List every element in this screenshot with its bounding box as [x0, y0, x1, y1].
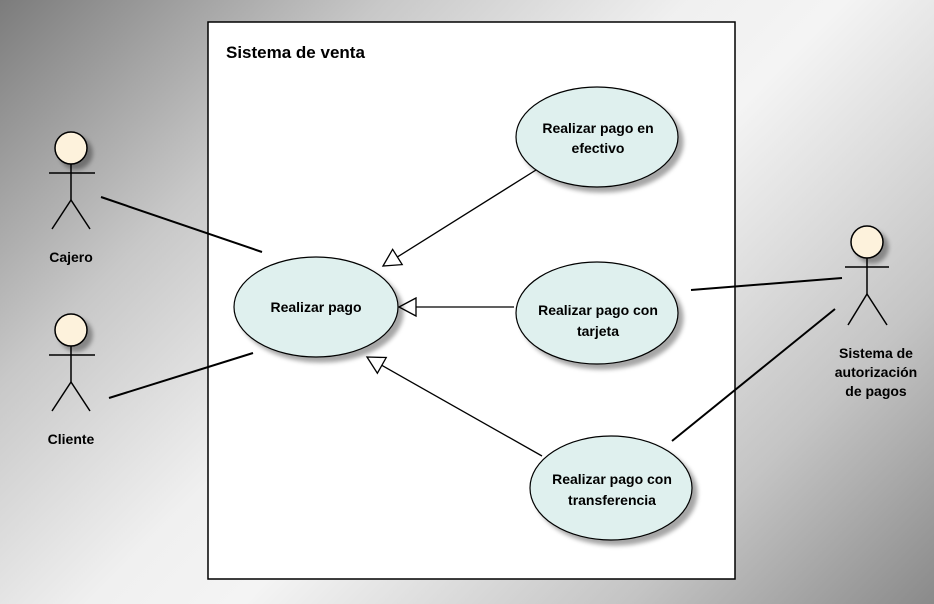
use-case-label: Realizar pago en: [542, 120, 653, 136]
use-case-label: efectivo: [572, 140, 625, 156]
use-case-label: transferencia: [568, 492, 656, 508]
use-case-label: Realizar pago con: [552, 471, 672, 487]
actor-label: autorización: [835, 364, 917, 380]
stick-figure-icon: [49, 313, 95, 412]
actor-label: Sistema de: [839, 345, 913, 361]
stick-figure-icon: [845, 225, 889, 326]
use-case-ellipse: [233, 256, 399, 358]
actor-cliente[interactable]: Cliente: [48, 313, 95, 447]
generalization-arrowhead-icon: [365, 356, 388, 375]
use-case-label: Realizar pago: [270, 299, 361, 315]
generalization-pago-efectivo: [397, 169, 537, 258]
use-case-pago-efectivo[interactable]: Realizar pago en efectivo: [515, 86, 679, 188]
actor-label: de pagos: [845, 383, 907, 399]
generalization-arrowhead-icon: [381, 248, 404, 267]
use-case-label: tarjeta: [577, 323, 619, 339]
use-case-realizar-pago[interactable]: Realizar pago: [233, 256, 399, 358]
use-case-pago-tarjeta[interactable]: Realizar pago con tarjeta: [515, 261, 679, 365]
association-cajero-realizar-pago: [100, 196, 263, 253]
use-case-pago-transferencia[interactable]: Realizar pago con transferencia: [529, 435, 693, 541]
association-autorizacion-pago-transferencia: [671, 308, 836, 442]
generalization-pago-transferencia: [381, 364, 543, 457]
generalization-arrowhead-icon: [397, 296, 417, 318]
connectors: [100, 169, 843, 457]
stick-figure-icon: [49, 131, 95, 230]
use-case-ellipse: [515, 261, 679, 365]
actor-autorizacion[interactable]: Sistema de autorización de pagos: [835, 225, 917, 399]
use-case-ellipse: [515, 86, 679, 188]
actor-cajero[interactable]: Cajero: [49, 131, 95, 265]
association-cliente-realizar-pago: [108, 352, 254, 399]
actor-label: Cliente: [48, 431, 95, 447]
use-case-ellipse: [529, 435, 693, 541]
use-case-label: Realizar pago con: [538, 302, 658, 318]
actor-label: Cajero: [49, 249, 93, 265]
association-autorizacion-pago-tarjeta: [690, 277, 843, 291]
system-title: Sistema de venta: [226, 43, 365, 62]
